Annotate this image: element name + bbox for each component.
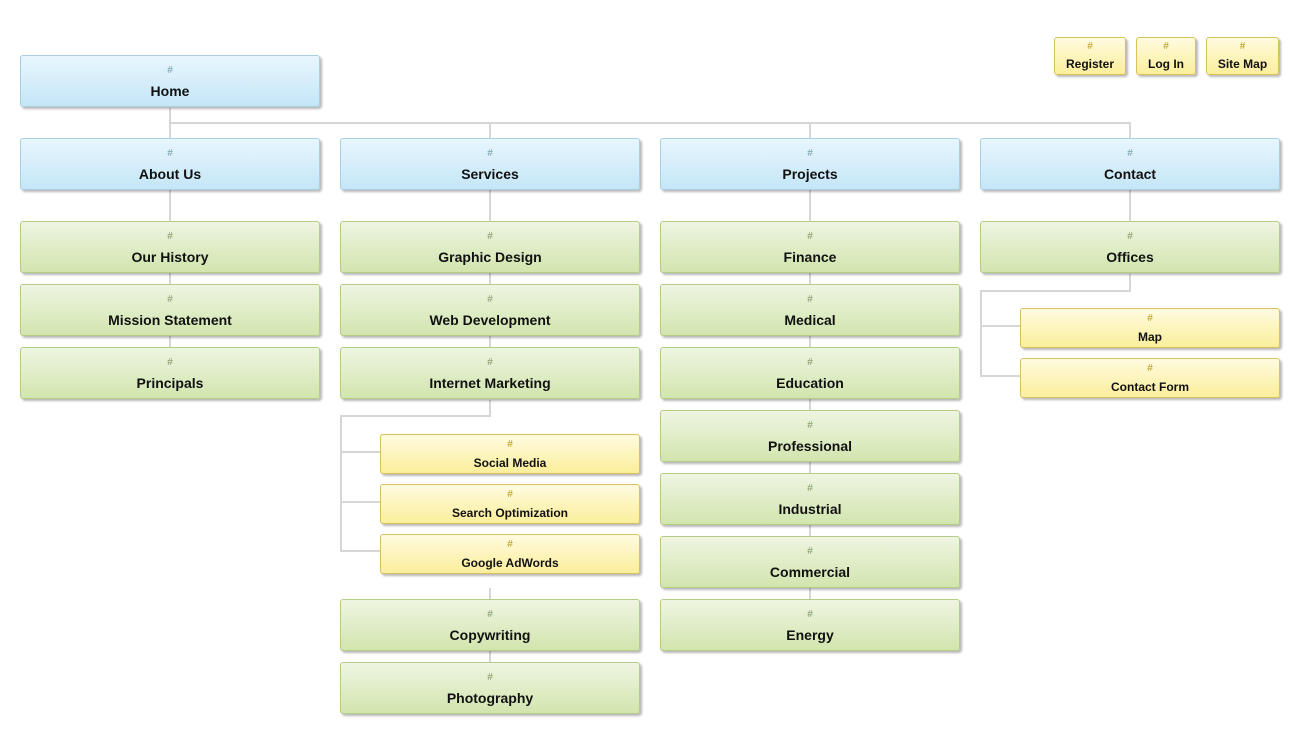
node-mission-statement[interactable]: # Mission Statement [20, 284, 320, 336]
hash-link[interactable]: # [167, 65, 173, 76]
node-label: Education [776, 375, 844, 391]
node-offices[interactable]: # Offices [980, 221, 1280, 273]
node-label: Commercial [769, 564, 851, 580]
node-label: Industrial [778, 501, 842, 517]
hash-link[interactable]: # [487, 672, 493, 683]
node-label: Our History [131, 249, 209, 265]
node-principals[interactable]: # Principals [20, 347, 320, 399]
register-label: Register [1065, 57, 1115, 71]
node-contact[interactable]: # Contact [980, 138, 1280, 190]
node-map[interactable]: # Map [1020, 308, 1280, 348]
site-map-label: Site Map [1217, 57, 1268, 71]
login-label: Log In [1148, 57, 1184, 71]
node-home[interactable]: # Home [20, 55, 320, 107]
hash-link[interactable]: # [1163, 41, 1169, 52]
node-label: Contact [1103, 166, 1157, 182]
hash-link[interactable]: # [507, 439, 513, 450]
node-label: Photography [446, 690, 534, 706]
node-social-media[interactable]: # Social Media [380, 434, 640, 474]
hash-link[interactable]: # [1127, 231, 1133, 242]
node-services[interactable]: # Services [340, 138, 640, 190]
node-energy[interactable]: # Energy [660, 599, 960, 651]
hash-link[interactable]: # [167, 231, 173, 242]
node-label: Offices [1106, 249, 1154, 265]
register-link[interactable]: # Register [1054, 37, 1126, 75]
node-projects[interactable]: # Projects [660, 138, 960, 190]
node-graphic-design[interactable]: # Graphic Design [340, 221, 640, 273]
node-copywriting[interactable]: # Copywriting [340, 599, 640, 651]
node-web-development[interactable]: # Web Development [340, 284, 640, 336]
hash-link[interactable]: # [807, 231, 813, 242]
node-label: Services [461, 166, 519, 182]
hash-link[interactable]: # [167, 148, 173, 159]
node-contact-form[interactable]: # Contact Form [1020, 358, 1280, 398]
node-medical[interactable]: # Medical [660, 284, 960, 336]
node-professional[interactable]: # Professional [660, 410, 960, 462]
node-search-optimization[interactable]: # Search Optimization [380, 484, 640, 524]
node-finance[interactable]: # Finance [660, 221, 960, 273]
node-about-us[interactable]: # About Us [20, 138, 320, 190]
node-label: About Us [138, 166, 202, 182]
hash-link[interactable]: # [807, 148, 813, 159]
node-label: Home [150, 83, 190, 99]
node-label: Internet Marketing [429, 375, 551, 391]
node-label: Copywriting [449, 627, 531, 643]
node-label: Google AdWords [461, 556, 559, 570]
hash-link[interactable]: # [807, 546, 813, 557]
node-label: Graphic Design [438, 249, 542, 265]
hash-link[interactable]: # [507, 489, 513, 500]
hash-link[interactable]: # [487, 357, 493, 368]
hash-link[interactable]: # [487, 294, 493, 305]
hash-link[interactable]: # [807, 294, 813, 305]
hash-link[interactable]: # [807, 420, 813, 431]
hash-link[interactable]: # [487, 231, 493, 242]
node-commercial[interactable]: # Commercial [660, 536, 960, 588]
hash-link[interactable]: # [1239, 41, 1246, 52]
node-label: Principals [136, 375, 204, 391]
login-link[interactable]: # Log In [1136, 37, 1196, 75]
hash-link[interactable]: # [487, 148, 493, 159]
node-label: Finance [783, 249, 837, 265]
node-label: Projects [782, 166, 838, 182]
node-label: Search Optimization [451, 506, 569, 520]
node-photography[interactable]: # Photography [340, 662, 640, 714]
hash-link[interactable]: # [807, 609, 813, 620]
hash-link[interactable]: # [1087, 41, 1093, 52]
node-industrial[interactable]: # Industrial [660, 473, 960, 525]
hash-link[interactable]: # [807, 483, 813, 494]
node-label: Energy [786, 627, 834, 643]
node-label: Social Media [473, 456, 547, 470]
hash-link[interactable]: # [1147, 313, 1153, 324]
hash-link[interactable]: # [167, 357, 173, 368]
hash-link[interactable]: # [507, 539, 513, 550]
hash-link[interactable]: # [1147, 363, 1153, 374]
node-our-history[interactable]: # Our History [20, 221, 320, 273]
site-map-link[interactable]: # Site Map [1206, 37, 1279, 75]
node-label: Map [1138, 330, 1162, 344]
node-label: Contact Form [1111, 380, 1189, 394]
hash-link[interactable]: # [1127, 148, 1133, 159]
hash-link[interactable]: # [167, 294, 173, 305]
node-internet-marketing[interactable]: # Internet Marketing [340, 347, 640, 399]
hash-link[interactable]: # [487, 609, 493, 620]
node-label: Mission Statement [108, 312, 232, 328]
node-label: Medical [784, 312, 836, 328]
node-education[interactable]: # Education [660, 347, 960, 399]
node-label: Web Development [429, 312, 551, 328]
hash-link[interactable]: # [807, 357, 813, 368]
node-label: Professional [767, 438, 853, 454]
node-google-adwords[interactable]: # Google AdWords [380, 534, 640, 574]
